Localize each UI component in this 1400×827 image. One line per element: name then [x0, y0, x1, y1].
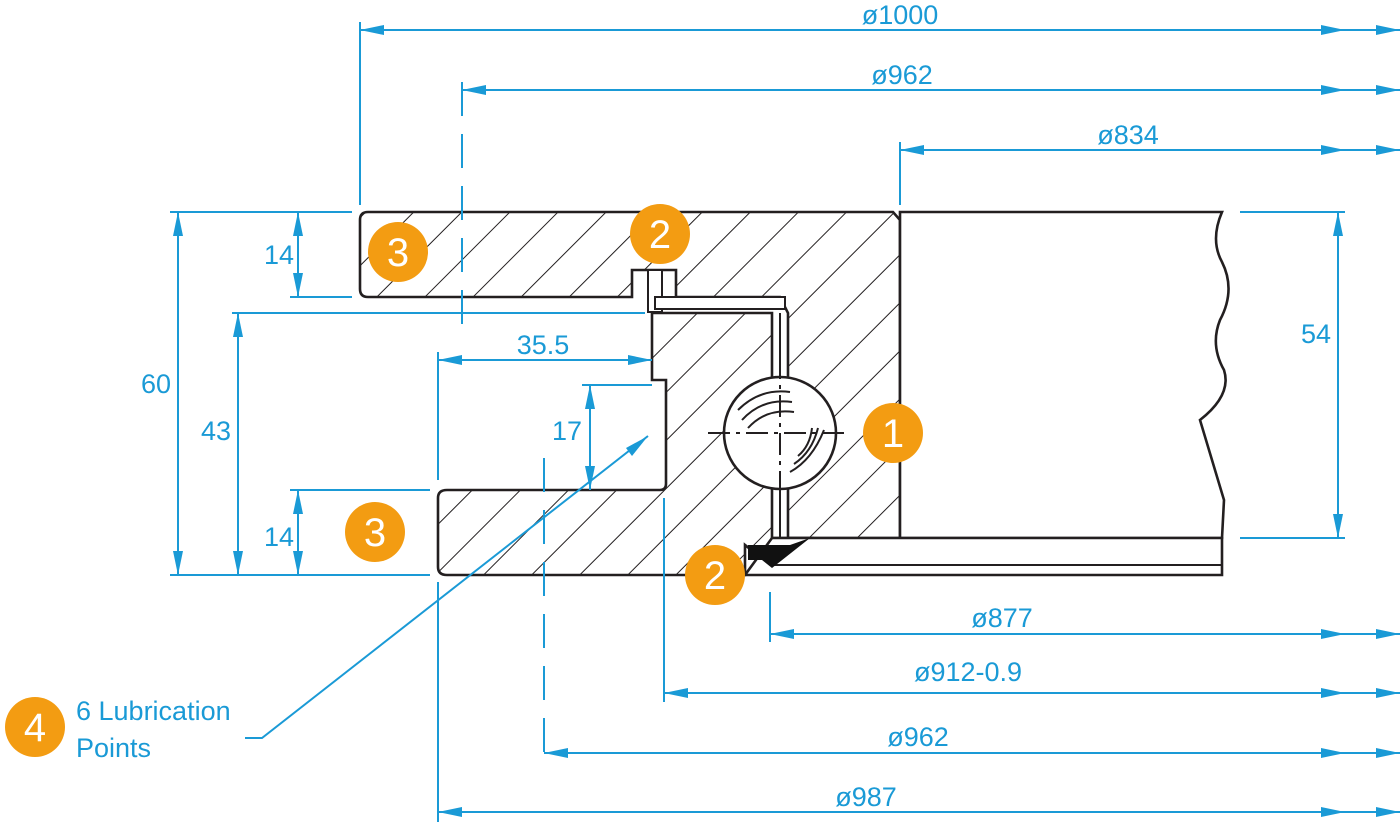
arrow-962-bottom-left: [544, 748, 568, 758]
arrow-1000-right: [1321, 25, 1345, 35]
dim-877-label: ø877: [971, 603, 1033, 633]
arrow-962-top-right: [1321, 85, 1345, 95]
callout-2-top-number: 2: [649, 213, 671, 257]
callout-3-bottom: 3: [345, 502, 405, 562]
arrow-877-left: [770, 629, 794, 639]
arrow-35-5-left: [438, 355, 462, 365]
arrow-35-5-right: [628, 355, 652, 365]
arrow-14-bottom-down: [293, 551, 303, 575]
arrow-14-bottom-up: [293, 490, 303, 514]
arrow-962-top-right-2: [1376, 85, 1400, 95]
arrow-912-right: [1321, 688, 1345, 698]
dim-912-label: ø912-0.9: [914, 657, 1022, 687]
dim-43-label: 43: [201, 416, 231, 446]
inner-ring-section: [436, 311, 815, 577]
arrow-43-top: [233, 313, 243, 337]
seal-element: [748, 538, 810, 568]
arrow-43-bottom: [233, 551, 243, 575]
arrow-60-top: [173, 212, 183, 236]
arrow-962-top-left: [462, 85, 486, 95]
dim-17-label: 17: [552, 416, 582, 446]
arrow-877-right-2: [1376, 629, 1400, 639]
grease-channel: [654, 296, 786, 310]
lubrication-note-line2: Points: [76, 733, 151, 763]
callout-3-top-number: 3: [387, 231, 409, 275]
inner-ring-right-band: [742, 536, 1224, 577]
arrow-962-bottom-right-2: [1376, 748, 1400, 758]
callout-2-bottom: 2: [685, 545, 745, 605]
dim-962-top-label: ø962: [871, 60, 933, 90]
arrow-54-top: [1333, 212, 1343, 236]
arrow-834-right-2: [1376, 145, 1400, 155]
arrow-912-left: [664, 688, 688, 698]
arrow-987-right-2: [1376, 807, 1400, 817]
callout-1: 1: [863, 403, 923, 463]
lubrication-leader-arrow: [626, 436, 648, 456]
callout-3-top: 3: [368, 222, 428, 282]
arrow-877-right: [1321, 629, 1345, 639]
dim-14-top-label: 14: [264, 240, 294, 270]
callout-4-number: 4: [24, 706, 46, 750]
arrow-912-right-2: [1376, 688, 1400, 698]
callout-3-bottom-number: 3: [364, 511, 386, 555]
arrow-14-top-up: [293, 212, 303, 236]
callout-2-bottom-number: 2: [704, 554, 726, 598]
arrow-60-bottom: [173, 551, 183, 575]
callout-2-top: 2: [630, 204, 690, 264]
arrow-17-bottom: [585, 466, 595, 490]
dim-987-label: ø987: [835, 782, 897, 812]
dim-14-bottom-label: 14: [264, 522, 294, 552]
arrow-834-left: [900, 145, 924, 155]
dim-35-5-label: 35.5: [517, 330, 570, 360]
arrow-1000-right-2: [1376, 25, 1400, 35]
arrow-1000-left: [360, 25, 384, 35]
arrow-54-bottom: [1333, 514, 1343, 538]
ball-shading: [737, 390, 825, 473]
dim-54-label: 54: [1301, 319, 1331, 349]
dim-962-bottom-label: ø962: [887, 722, 949, 752]
callout-4: 4: [5, 697, 65, 757]
dim-60-label: 60: [141, 369, 171, 399]
arrow-14-top-down: [293, 273, 303, 297]
outer-ring-right-body: [898, 210, 1230, 540]
arrow-987-left: [438, 807, 462, 817]
arrow-17-top: [585, 385, 595, 409]
lubrication-note-line1: 6 Lubrication: [76, 696, 231, 726]
lubrication-leader-line: [245, 435, 649, 739]
dim-834-label: ø834: [1097, 120, 1159, 150]
arrow-962-bottom-right: [1321, 748, 1345, 758]
callout-1-number: 1: [882, 412, 904, 456]
dim-1000-label: ø1000: [862, 0, 939, 30]
arrow-987-right: [1321, 807, 1345, 817]
arrow-834-right: [1321, 145, 1345, 155]
